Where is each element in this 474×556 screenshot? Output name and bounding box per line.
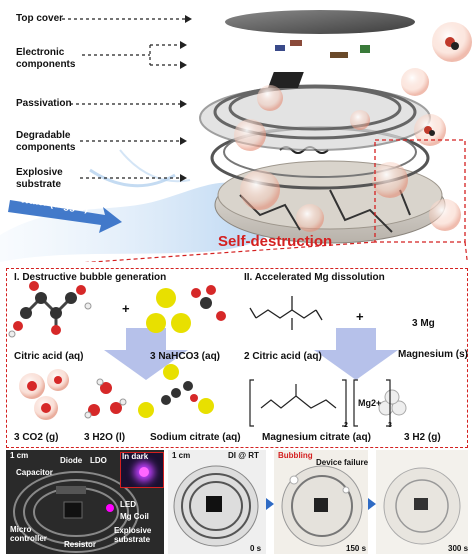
product-co2: 3 CO2 (g) <box>14 432 59 443</box>
citric-acid-molecule <box>8 281 92 338</box>
label-explosive-substrate: Explosive substrate <box>16 167 63 190</box>
time-300s: 300 s <box>448 544 469 553</box>
label-electronic-components: Electronic components <box>16 47 76 70</box>
plus-2: + <box>356 309 364 324</box>
product-magnesium-citrate: Magnesium citrate (aq) <box>262 432 371 443</box>
panel1-title: I. Destructive bubble generation <box>14 272 167 283</box>
reactant-citric-acid: Citric acid (aq) <box>14 351 84 362</box>
reactant-2-citric-acid: 2 Citric acid (aq) <box>244 351 322 362</box>
mg-spheres <box>378 389 407 416</box>
reaction-art <box>8 281 407 427</box>
device-failure-label: Device failure <box>316 458 369 467</box>
glow-dot <box>139 467 149 477</box>
h2o-products <box>84 378 127 419</box>
label-mg-coil: Mg Coil <box>120 512 149 521</box>
photo-150s <box>274 450 368 554</box>
label-self-destruction: Self-destruction <box>218 233 333 250</box>
co2-products <box>19 369 69 420</box>
reaction-arrow-1 <box>104 328 188 380</box>
time-150s: 150 s <box>346 544 367 553</box>
label-top-cover: Top cover <box>16 13 64 24</box>
reactant-nahco3: 3 NaHCO3 (aq) <box>150 351 221 362</box>
product-h2: 3 H2 (g) <box>404 432 441 443</box>
scale-bar-2: 1 cm <box>172 451 191 460</box>
water-splash <box>0 182 281 262</box>
mg-ion: Mg2+ <box>358 398 382 408</box>
reactant-3mg: 3 Mg <box>412 318 435 329</box>
label-explosive-substrate-photo: Explosive substrate <box>114 526 152 544</box>
scale-bar-1: 1 cm <box>10 451 29 460</box>
reaction-arrow-2 <box>314 328 398 380</box>
co2-bubbles <box>234 22 472 232</box>
reactant-magnesium: Magnesium (s) <box>398 349 469 360</box>
top-cover <box>225 10 415 34</box>
exploded-view-art <box>0 10 472 262</box>
sodium-citrate-molecule <box>138 364 214 418</box>
in-dark-inset <box>120 452 164 488</box>
time-0s: 0 s <box>250 544 262 553</box>
magnesium-citrate-structure <box>249 379 391 427</box>
label-diode: Diode <box>60 456 83 465</box>
photo-300s-art <box>383 467 461 545</box>
photo-300s <box>376 450 468 554</box>
subscript-2: 2 <box>344 422 348 429</box>
arrow-to-150s <box>266 498 274 510</box>
reaction-panel <box>6 268 468 448</box>
photo-0s-art <box>173 465 259 547</box>
label-led: LED <box>120 500 136 509</box>
label-resistor: Resistor <box>64 540 97 549</box>
label-passivation: Passivation <box>16 98 72 109</box>
device-photo-art <box>13 471 139 553</box>
in-dark-label: In dark <box>122 452 149 461</box>
photo-0s <box>168 450 266 554</box>
water-arrow <box>8 200 122 233</box>
label-ldo: LDO <box>90 456 107 465</box>
label-micro-controller: Micro controller <box>10 525 47 543</box>
panel2-title: II. Accelerated Mg dissolution <box>244 272 385 283</box>
nahco3-molecule <box>146 285 226 333</box>
bubbling-label: Bubbling <box>278 451 313 460</box>
product-sodium-citrate: Sodium citrate (aq) <box>150 432 241 443</box>
arrow-to-300s <box>368 498 376 510</box>
plus-1: + <box>122 301 130 316</box>
photo-150s-art <box>281 465 363 547</box>
citric-acid-skeletal <box>249 296 323 330</box>
label-degradable-components: Degradable components <box>16 130 76 153</box>
product-h2o: 3 H2O (l) <box>84 432 126 443</box>
subscript-3: 3 <box>388 422 392 429</box>
label-capacitor: Capacitor <box>16 468 53 477</box>
condition-label: DI @ RT <box>228 451 259 460</box>
